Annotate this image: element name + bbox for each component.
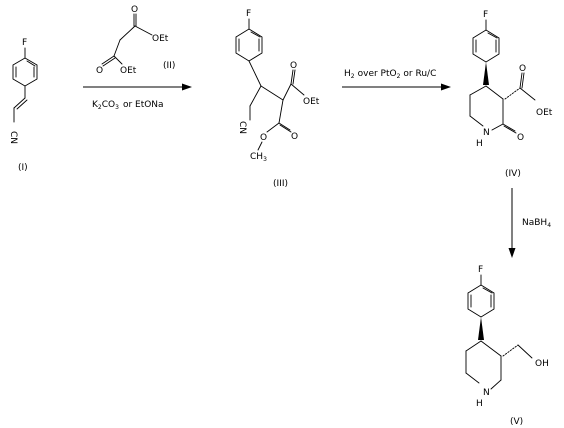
compound-ii-label: (II) [163, 61, 175, 71]
compound-v-n: N [483, 388, 490, 398]
compound-ii-oxygen-bottom: O [96, 66, 103, 76]
compound-iii-structure: F CN O OEt O O CH3 (III) [235, 9, 320, 189]
compound-iii-oxygen-top: O [290, 61, 297, 71]
compound-ii-oxygen-top: O [131, 5, 138, 15]
compound-i-structure: F CN (I) [8, 38, 38, 173]
compound-iv-structure: F N H O O OEt (IV) [469, 10, 553, 179]
reaction-arrow-3: NaBH4 [508, 188, 551, 258]
compound-iv-ethoxy: OEt [536, 108, 553, 118]
compound-iv-oxygen-ester-top: O [519, 64, 526, 74]
compound-ii-structure: O OEt O OEt (II) [96, 5, 175, 76]
compound-iii-oxygen-carbonyl: O [291, 132, 298, 142]
compound-v-fluorine: F [478, 265, 483, 275]
compound-iv-oxygen-lactam: O [517, 133, 524, 143]
compound-i-label: (I) [18, 163, 28, 173]
compound-i-fluorine: F [22, 38, 27, 48]
compound-v-hydroxyl: OH [535, 359, 549, 369]
compound-iv-nh: H [476, 139, 483, 149]
compound-v-structure: F N H OH (V) [465, 265, 549, 427]
compound-iii-nitrile: CN [237, 121, 247, 134]
compound-v-nh: H [476, 399, 483, 409]
compound-v-label: (V) [510, 417, 523, 427]
compound-iv-fluorine: F [483, 10, 488, 20]
compound-iii-oxygen-ester: O [260, 133, 267, 143]
compound-iv-label: (IV) [505, 169, 521, 179]
compound-iii-methyl: CH3 [250, 152, 267, 163]
compound-iii-fluorine: F [246, 9, 251, 19]
arrow-3-conditions: NaBH4 [522, 218, 551, 229]
compound-ii-ethoxy-bottom: OEt [120, 66, 137, 76]
compound-ii-ethoxy-top: OEt [152, 34, 169, 44]
compound-iv-n: N [483, 128, 490, 138]
compound-i-nitrile: CN [8, 131, 18, 144]
compound-iii-label: (III) [273, 179, 288, 189]
compound-iii-ethoxy: OEt [303, 97, 320, 107]
